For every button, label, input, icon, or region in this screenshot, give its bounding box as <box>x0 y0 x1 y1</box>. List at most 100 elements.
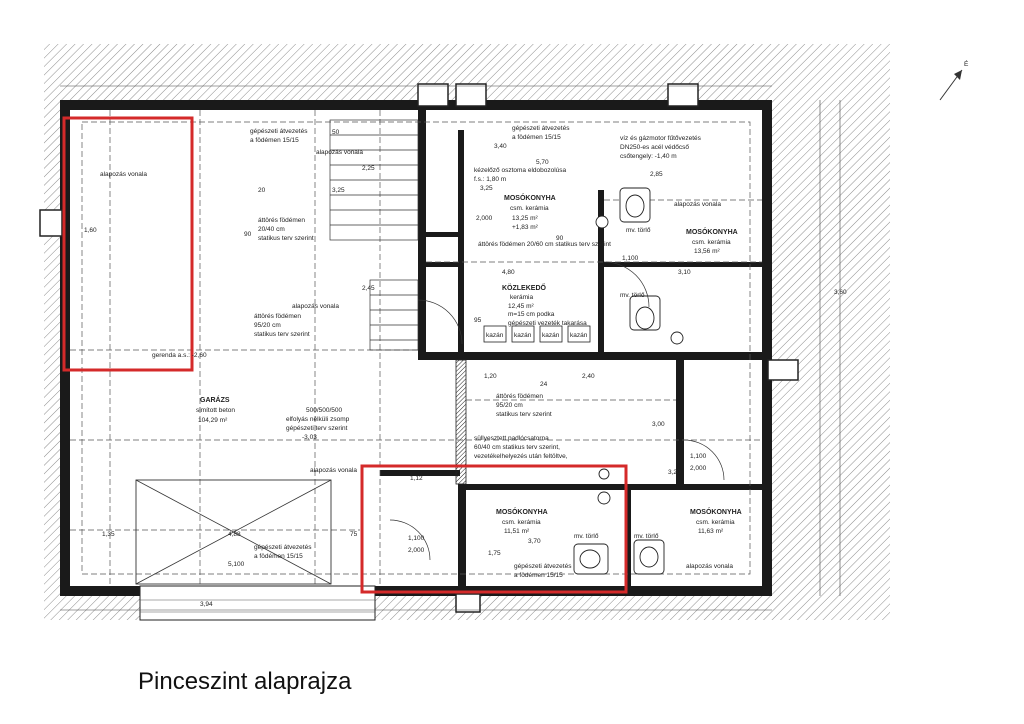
note-sump-3: gépészeti terv szerint <box>286 425 348 432</box>
note-foundation-2: alapozás vonala <box>316 149 363 156</box>
plan-caption: Pinceszint alaprajza <box>138 668 352 695</box>
room-finish-laundry2: csm. kerámia <box>692 239 731 246</box>
dim-29: 95 <box>474 317 482 324</box>
dim-6: 3,10 <box>678 269 691 276</box>
dim-34: 1,12 <box>410 475 423 482</box>
room-finish-laundry1: csm. kerámia <box>510 205 549 212</box>
room-finish-corridor: kerámia <box>510 294 534 301</box>
room-area-garage: 104,29 m² <box>198 417 228 424</box>
note-wiper-2: mv. törlő <box>620 292 645 299</box>
north-label: É <box>964 59 969 68</box>
dim-16: 3,60 <box>834 289 847 296</box>
highlight-box-bottom <box>360 464 628 594</box>
right-dimension-lines <box>60 85 841 611</box>
note-slab-opening-1a: áttörés födémen <box>258 217 305 224</box>
dim-20: 1,100 <box>690 453 707 460</box>
shaft-2 <box>455 83 487 107</box>
highlight-box-left <box>62 116 194 372</box>
room-area-corridor: 12,45 m² <box>508 303 534 310</box>
dim-10: 1,75 <box>488 550 501 557</box>
dim-23: 2,40 <box>582 373 595 380</box>
dim-14: 2,45 <box>362 285 375 292</box>
floor-plan: kazán kazán kazán kazán GARÁZS simított … <box>39 44 969 621</box>
dim-28: 90 <box>556 235 564 242</box>
dim-31: 20 <box>258 187 266 194</box>
dim-12: 3,94 <box>200 601 213 608</box>
note-slab-opening-1b: 20/40 cm <box>258 226 285 233</box>
room-name-laundry1: MOSÓKONYHA <box>504 193 556 202</box>
dim-3: 5,70 <box>536 159 549 166</box>
dim-22: 1,20 <box>484 373 497 380</box>
note-water-3: csőtengely: -1,40 m <box>620 153 677 160</box>
room-name-laundry2: MOSÓKONYHA <box>686 227 738 236</box>
note-slab-opening-2b: 95/20 cm <box>254 322 281 329</box>
note-foundation-1: alapozás vonala <box>100 171 147 178</box>
dim-11: 5,100 <box>228 561 245 568</box>
note-slab-opening-2c: statikus terv szerint <box>254 331 310 338</box>
note-channel-3: vezetékelhelyezés után feltöltve, <box>474 453 568 460</box>
boiler-label-2: kazán <box>514 332 532 339</box>
room-finish-laundry3: csm. kerámia <box>502 519 541 526</box>
dim-1: 3,25 <box>332 187 345 194</box>
note-passthrough-2a: gépészeti átvezetés <box>512 125 570 132</box>
wall-hatched <box>455 359 467 485</box>
dim-15: 1,60 <box>84 227 97 234</box>
dim-25: 1,100 <box>408 535 425 542</box>
note-water-2: DN250-es acél védőcső <box>620 144 689 151</box>
note-duct-2: f.s.: 1,80 m <box>474 176 506 183</box>
note-slab-opening-1c: statikus terv szerint <box>258 235 314 242</box>
dim-13: 2,25 <box>362 165 375 172</box>
north-arrow <box>939 69 963 101</box>
dim-27: 90 <box>244 231 252 238</box>
shaft-5 <box>39 209 63 237</box>
dim-26: 2,000 <box>408 547 425 554</box>
dim-5: 4,80 <box>502 269 515 276</box>
room-area-laundry1: 13,25 m² <box>512 215 538 222</box>
dim-9: 3,70 <box>528 538 541 545</box>
room-name-laundry3: MOSÓKONYHA <box>496 507 548 516</box>
note-sump-2: elfolyás nélküli zsomp <box>286 416 350 423</box>
dim-18: 2,000 <box>476 215 493 222</box>
note-passthrough-4b: a födémen 15/15 <box>514 572 563 579</box>
room-area-laundry3: 11,51 m² <box>504 528 530 535</box>
foundation-dashed-lines <box>70 110 762 586</box>
ramp-diag-2 <box>135 479 332 585</box>
note-duct-1: kézelőző osztoma eldobozolúsa <box>474 167 567 174</box>
dim-19: 1,100 <box>622 255 639 262</box>
shaft-3 <box>667 83 699 107</box>
note-wiper-3: mv. törlő <box>574 533 599 540</box>
note-slab-opening-3c: statikus terv szerint <box>496 411 552 418</box>
boiler-label-1: kazán <box>486 332 504 339</box>
note-passthrough-2b: a födémen 15/15 <box>512 134 561 141</box>
note-podium-2: gépészeti vezeték takarása <box>508 320 587 327</box>
note-foundation-5: alapozás vonala <box>674 201 721 208</box>
shaft-1 <box>417 83 449 107</box>
note-slab-opening-3b: 95/20 cm <box>496 402 523 409</box>
dim-35: 2,85 <box>650 171 663 178</box>
room-extra-laundry1: +1,83 m² <box>512 224 539 231</box>
note-water-1: víz és gázmotor fűtővezetés <box>620 135 702 142</box>
dim-17: 3,00 <box>652 421 665 428</box>
interior <box>70 110 762 586</box>
note-foundation-4: alapozás vonala <box>310 467 357 474</box>
shaft-4 <box>767 359 799 381</box>
note-channel-1: süllyesztett padlócsatorna <box>474 435 549 442</box>
boiler-label-4: kazán <box>570 332 588 339</box>
dim-21: 2,000 <box>690 465 707 472</box>
note-wiper-4: mv. törlő <box>634 533 659 540</box>
room-name-laundry4: MOSÓKONYHA <box>690 507 742 516</box>
sanitary-fixtures <box>573 187 684 575</box>
note-passthrough-3a: gépészeti átvezetés <box>254 544 312 551</box>
note-passthrough-3b: a födémen 15/15 <box>254 553 303 560</box>
note-podium-1: m=15 cm podka <box>508 311 555 318</box>
note-passthrough-1b: a födémen 15/15 <box>250 137 299 144</box>
note-sump-1: 500/500/500 <box>306 407 343 414</box>
room-finish-laundry4: csm. kerámia <box>696 519 735 526</box>
dim-8: 4,88 <box>228 531 241 538</box>
note-slab-opening-2a: áttörés födémen <box>254 313 301 320</box>
garage-door-lines <box>140 599 375 613</box>
note-channel-2: 60/40 cm statikus terv szerint, <box>474 444 560 451</box>
ramp-box <box>135 479 332 585</box>
dim-24: 3,20 <box>668 469 681 476</box>
note-slab-opening-4: áttörés födémen 20/60 cm statikus terv s… <box>478 241 611 248</box>
